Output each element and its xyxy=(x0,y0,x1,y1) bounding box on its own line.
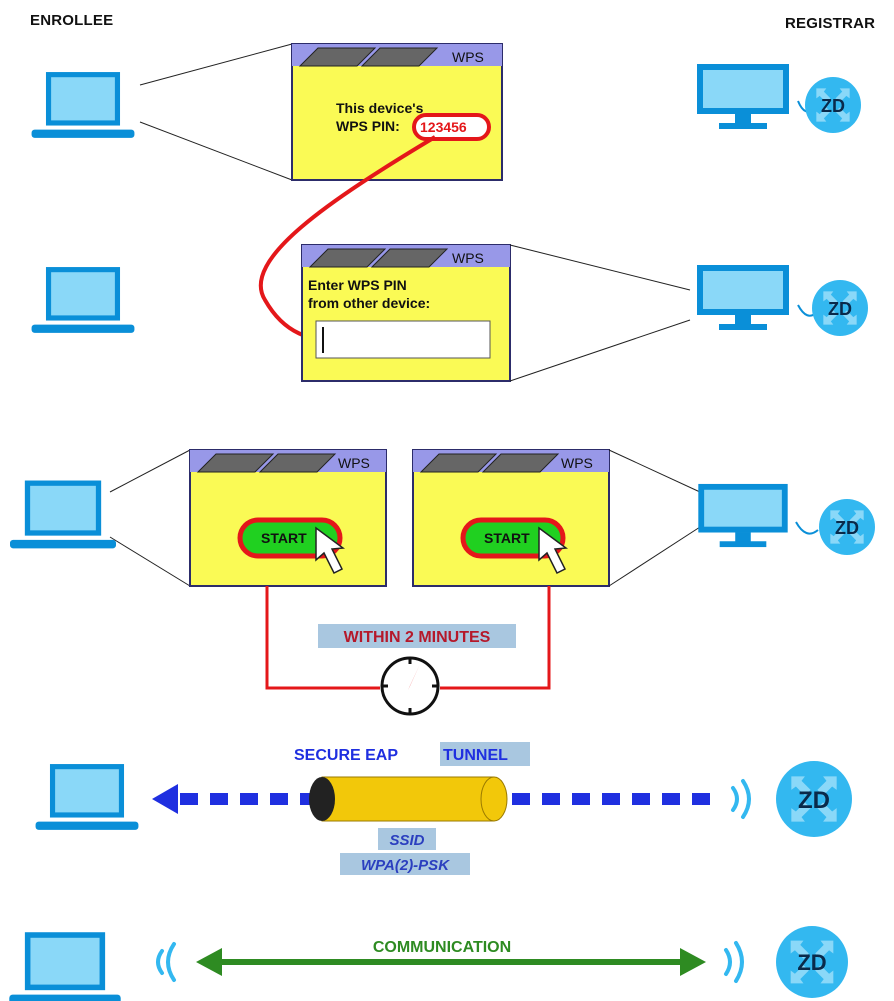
wireless-signal-icon xyxy=(156,942,176,982)
enrollee-laptop-icon xyxy=(31,72,135,138)
cursor-arrow-icon xyxy=(315,526,346,575)
enrollee-laptop-icon xyxy=(31,267,135,333)
start-button-label: START xyxy=(261,530,307,546)
zd-router-icon: ZD xyxy=(776,926,848,998)
ssid-label: SSID xyxy=(389,832,424,849)
zd-router-icon: ZD xyxy=(819,499,875,555)
zd-router-icon: ZD xyxy=(812,280,868,336)
zoom-line xyxy=(109,449,191,493)
registrar-monitor-icon xyxy=(697,265,789,330)
wps-title: WPS xyxy=(338,455,370,471)
tunnel-label-part1: SECURE EAP xyxy=(294,747,398,764)
zoom-line xyxy=(109,536,191,587)
tunnel-arrow-head xyxy=(152,784,178,814)
zoom-line xyxy=(139,121,293,181)
enrollee-header: ENROLLEE xyxy=(30,12,114,29)
registrar-monitor-icon xyxy=(697,64,789,129)
timer-label-bg xyxy=(318,624,516,648)
wps-title: WPS xyxy=(452,250,484,266)
pin-entry-field[interactable] xyxy=(315,320,491,359)
secure-tunnel-pipe xyxy=(309,776,508,822)
stopwatch-icon xyxy=(380,656,440,716)
wireless-signal-icon xyxy=(724,941,744,983)
psk-label: WPA(2)-PSK xyxy=(361,857,450,874)
wps-pbc-window-registrar: WPS START xyxy=(412,449,610,587)
zoom-line xyxy=(608,526,701,587)
pin-caption-line2: WPS PIN: xyxy=(336,118,400,134)
wps-title: WPS xyxy=(561,455,593,471)
zd-label: ZD xyxy=(828,299,852,319)
zd-router-icon: ZD xyxy=(805,77,861,133)
enrollee-laptop-icon xyxy=(10,480,116,549)
entry-caption-line1: Enter WPS PIN xyxy=(308,277,407,293)
tunnel-label-bg-right xyxy=(440,742,530,766)
zoom-line xyxy=(139,43,293,86)
wps-pbc-window-enrollee: WPS START xyxy=(189,449,387,587)
zoom-line xyxy=(509,244,691,291)
zd-label: ZD xyxy=(821,96,845,116)
tunnel-label-part2: TUNNEL xyxy=(443,747,508,764)
wps-title: WPS xyxy=(452,49,484,65)
tunnel-label-bg-left xyxy=(292,742,436,766)
enrollee-laptop-icon xyxy=(35,764,139,830)
enrollee-laptop-icon xyxy=(9,932,121,1001)
cursor-arrow-icon xyxy=(538,526,569,575)
wps-pin-entry-window: WPS Enter WPS PIN from other device: xyxy=(301,244,511,382)
zd-label: ZD xyxy=(835,518,859,538)
ssid-label-bg xyxy=(378,828,436,850)
wps-pin-window: WPS This device's WPS PIN: 123456 xyxy=(291,43,503,181)
zd-router-icon: ZD xyxy=(776,761,852,837)
zd-label: ZD xyxy=(797,950,826,975)
registrar-monitor-icon xyxy=(698,483,788,548)
timer-bracket-left xyxy=(265,586,380,690)
timer-label: WITHIN 2 MINUTES xyxy=(344,629,491,646)
wireless-signal-icon xyxy=(731,779,751,819)
communication-label: COMMUNICATION xyxy=(373,939,511,956)
start-button-label: START xyxy=(484,530,530,546)
timer-bracket-right xyxy=(440,586,551,690)
start-button[interactable] xyxy=(237,517,343,559)
zd-label: ZD xyxy=(798,787,830,814)
start-button[interactable] xyxy=(460,517,566,559)
psk-label-bg xyxy=(340,853,470,875)
entry-caption-line2: from other device: xyxy=(308,295,430,311)
registrar-header: REGISTRAR xyxy=(785,15,876,32)
wps-pin-value: 123456 xyxy=(420,119,467,135)
zoom-line xyxy=(509,319,691,382)
communication-arrow xyxy=(196,948,706,976)
pin-caption-line1: This device's xyxy=(336,100,424,116)
zoom-line xyxy=(608,449,701,493)
